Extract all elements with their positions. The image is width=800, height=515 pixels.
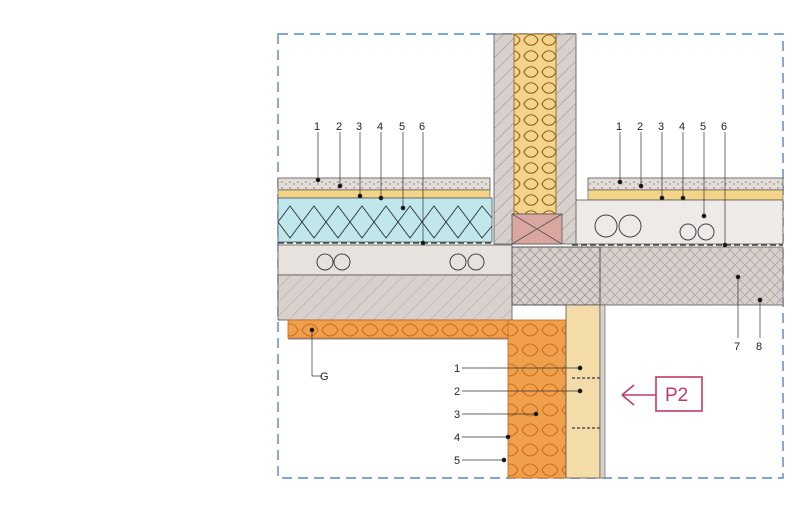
label-tl-4: 4 bbox=[377, 121, 383, 133]
layer-wood-right bbox=[587, 189, 784, 201]
label-r-8: 8 bbox=[756, 341, 762, 353]
labels-top-left: 1 2 3 4 5 6 bbox=[314, 121, 425, 133]
label-tr-4: 4 bbox=[679, 121, 685, 133]
label-tl-1: 1 bbox=[314, 121, 320, 133]
label-tl-6: 6 bbox=[419, 121, 425, 133]
label-tr-5: 5 bbox=[700, 121, 706, 133]
leader-lines bbox=[309, 132, 763, 463]
label-bl-4: 4 bbox=[454, 432, 460, 444]
labels-bottom-left: 1 2 3 4 5 bbox=[454, 363, 460, 467]
arrow-left-icon bbox=[621, 384, 656, 406]
layer-xps-left bbox=[277, 197, 493, 243]
layer-wood-left bbox=[277, 189, 491, 199]
labels-top-right: 1 2 3 4 5 6 bbox=[616, 121, 727, 133]
label-bl-2: 2 bbox=[454, 386, 460, 398]
layer-pipes-right bbox=[571, 199, 784, 245]
p2-label: P2 bbox=[665, 385, 688, 406]
label-r-7: 7 bbox=[734, 341, 740, 353]
label-bl-5: 5 bbox=[454, 455, 460, 467]
label-tr-1: 1 bbox=[616, 121, 622, 133]
label-tr-3: 3 bbox=[658, 121, 664, 133]
label-tr-2: 2 bbox=[637, 121, 643, 133]
label-tl-3: 3 bbox=[356, 121, 362, 133]
label-tl-2: 2 bbox=[336, 121, 342, 133]
label-tr-6: 6 bbox=[721, 121, 727, 133]
label-g: G bbox=[320, 371, 329, 383]
label-tl-5: 5 bbox=[399, 121, 405, 133]
labels-right-bottom: 7 8 bbox=[734, 341, 762, 353]
p2-marker: P2 bbox=[621, 376, 703, 412]
label-bl-3: 3 bbox=[454, 409, 460, 421]
wall-wood-lower bbox=[565, 304, 601, 479]
label-bl-1: 1 bbox=[454, 363, 460, 375]
layer-pipes-left bbox=[277, 244, 513, 276]
